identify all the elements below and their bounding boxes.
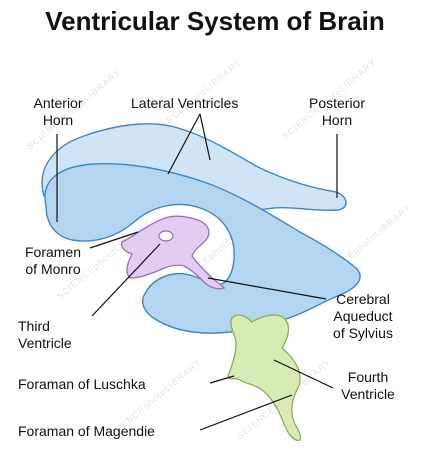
foramen-of-luschka-label: Foraman of Luschka — [18, 376, 146, 393]
third-ventricle — [120, 215, 226, 290]
cerebral-aqueduct-label-line: of Sylvius — [333, 325, 393, 341]
posterior-horn-label-line: Posterior — [308, 95, 366, 111]
foramen-of-magendie-leader — [199, 394, 293, 431]
anterior-horn-label: Anterior Horn — [22, 95, 94, 129]
diagram-title: Ventricular System of Brain — [45, 6, 385, 36]
cerebral-aqueduct-label-line: Aqueduct — [333, 308, 393, 324]
leader-lines — [56, 113, 338, 431]
foramen-of-monro-leader — [89, 231, 139, 249]
foramen-of-magendie-label-line: Foraman of Magendie — [18, 423, 155, 439]
lateral-ventricles-leader-right — [199, 113, 211, 161]
cerebral-aqueduct-leader — [207, 277, 327, 300]
fourth-ventricle-label-line: Ventricle — [341, 386, 395, 402]
posterior-horn-label: Posterior Horn — [296, 95, 378, 129]
third-ventricle-label: Third Ventricle — [18, 318, 72, 352]
foramen-of-monro-label: Foramen of Monro — [16, 244, 90, 278]
foramen-of-monro-label-line: of Monro — [25, 261, 81, 277]
foramen-of-luschka-label-line: Foraman of Luschka — [18, 376, 146, 392]
lateral-ventricles-label: Lateral Ventricles — [131, 95, 238, 112]
massa-intermedia — [158, 230, 174, 242]
third-ventricle-label-line: Third — [18, 318, 50, 334]
foramen-of-magendie-label: Foraman of Magendie — [18, 423, 155, 440]
lateral-ventricles-leader-left — [167, 113, 201, 175]
third-ventricle-leader — [91, 243, 161, 317]
foramen-of-monro-label-line: Foramen — [24, 244, 82, 260]
fourth-ventricle-leader — [273, 359, 334, 389]
fourth-ventricle-label-line: Fourth — [347, 369, 389, 385]
anterior-horn-label-line: Horn — [42, 112, 74, 128]
lateral-ventricles-label-line: Lateral Ventricles — [131, 95, 239, 111]
posterior-horn-label-line: Horn — [321, 112, 353, 128]
third-ventricle-label-line: Ventricle — [18, 335, 72, 351]
cerebral-aqueduct-label: Cerebral Aqueduct of Sylvius — [326, 291, 400, 342]
fourth-ventricle-label: Fourth Ventricle — [334, 369, 402, 403]
foramen-of-luschka-leader — [209, 375, 235, 384]
anterior-horn-label-line: Anterior — [33, 95, 83, 111]
cerebral-aqueduct-label-line: Cerebral — [336, 291, 390, 307]
fourth-ventricle — [227, 314, 302, 441]
